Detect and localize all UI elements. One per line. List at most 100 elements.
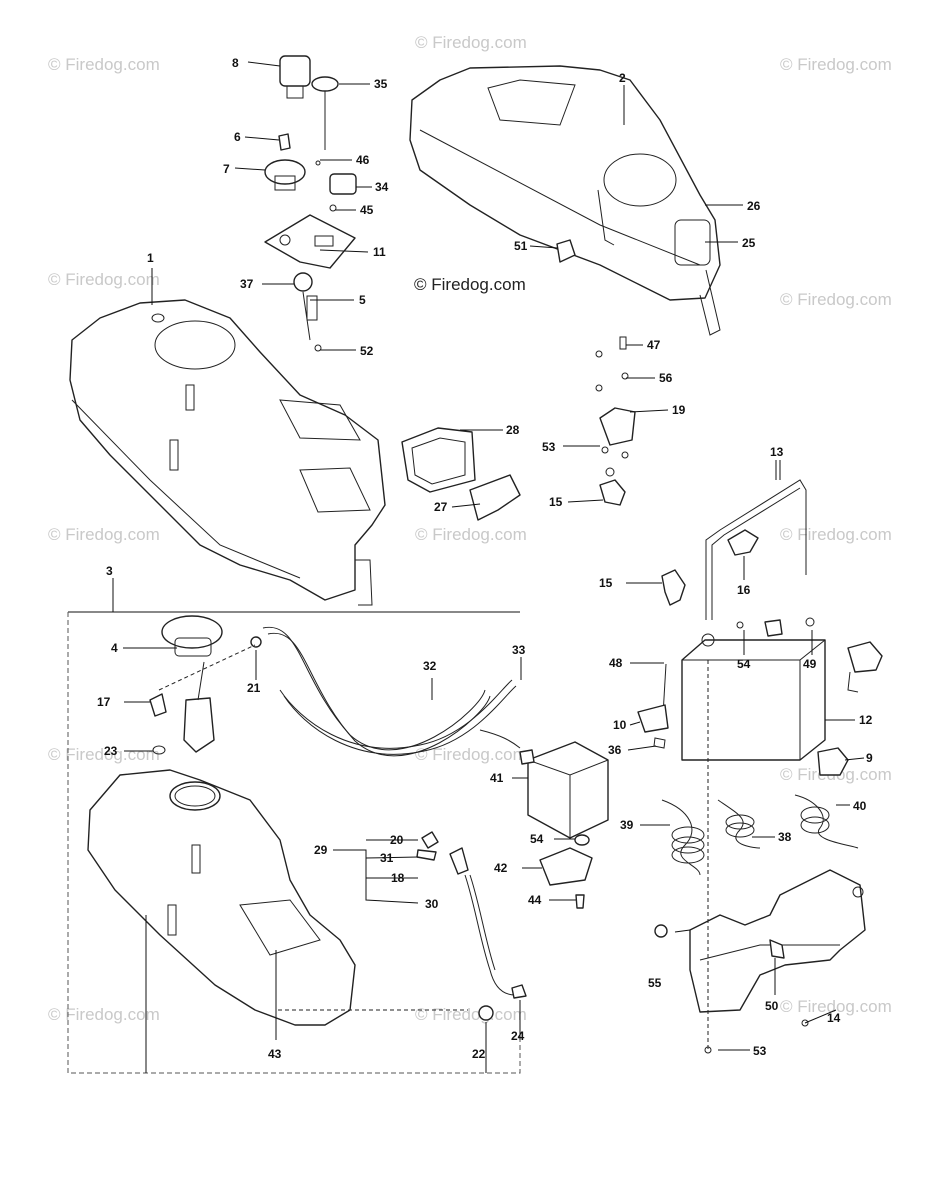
part-41-fuel-pump (527, 741, 609, 839)
part-49-bracket (764, 619, 783, 637)
callout-42: 42 (494, 861, 508, 875)
callout-15: 15 (549, 495, 563, 509)
callout-51: 51 (514, 239, 528, 253)
callout-22: 22 (472, 1047, 486, 1061)
part-9-relay (817, 747, 849, 776)
callout-56: 56 (659, 371, 673, 385)
part-51-clip (556, 239, 576, 263)
part-44-bolt (575, 894, 585, 909)
callout-48: 48 (609, 656, 623, 670)
callout-12: 12 (859, 713, 873, 727)
callout-29: 29 (314, 843, 328, 857)
callout-37: 37 (240, 277, 254, 291)
part-6-key (278, 133, 291, 151)
switch-19-assembly (595, 336, 636, 506)
callout-17: 17 (97, 695, 111, 709)
callout-15-b: 15 (599, 576, 613, 590)
watermark-text: © Firedog.com (48, 745, 160, 764)
fuel-line-parts (416, 831, 527, 1021)
part-fuel-filter (183, 697, 215, 753)
watermark-text: © Firedog.com (48, 525, 160, 544)
fuel-hoses (262, 626, 521, 757)
battery-cables (661, 794, 859, 876)
part-8-ignition-switch (279, 55, 311, 87)
callout-23: 23 (104, 744, 118, 758)
fuel-pump-assembly (519, 741, 609, 909)
part-35-knob (311, 76, 339, 92)
callout-47: 47 (647, 338, 661, 352)
part-11-bracket (264, 214, 356, 269)
callout-52: 52 (360, 344, 374, 358)
callout-30: 30 (425, 897, 439, 911)
center-watermark: © Firedog.com (414, 275, 526, 294)
part-22-grommet (478, 1005, 494, 1021)
part-42-bracket (539, 847, 593, 886)
callout-6: 6 (234, 130, 241, 144)
callout-53: 53 (542, 440, 556, 454)
part-34-button (329, 173, 357, 195)
watermark-text: © Firedog.com (48, 1005, 160, 1024)
callout-54-b: 54 (530, 832, 544, 846)
part-20-clamp (421, 831, 439, 849)
callout-27: 27 (434, 500, 448, 514)
part-15-terminal (661, 569, 686, 606)
callout-50: 50 (765, 999, 779, 1013)
fuel-tank-assembly (87, 615, 356, 1026)
callout-34: 34 (375, 180, 389, 194)
part-23-washer (152, 745, 166, 755)
callout-28: 28 (506, 423, 520, 437)
part-24-fitting (511, 984, 527, 999)
callout-5: 5 (359, 293, 366, 307)
part-55-nut (654, 924, 668, 938)
callout-11: 11 (373, 245, 386, 259)
callout-44: 44 (528, 893, 542, 907)
callout-9: 9 (866, 751, 873, 765)
callout-10: 10 (613, 718, 627, 732)
ignition-assembly (264, 55, 576, 352)
part-43-fuel-tank (87, 769, 356, 1026)
part-17-grommet (149, 693, 167, 717)
callout-40: 40 (853, 799, 867, 813)
callout-54: 54 (737, 657, 751, 671)
callout-13: 13 (770, 445, 784, 459)
watermark-text: © Firedog.com (415, 525, 527, 544)
callout-53-b: 53 (753, 1044, 767, 1058)
watermark-text: © Firedog.com (415, 745, 527, 764)
watermark-text: © Firedog.com (415, 1005, 527, 1024)
part-2-upper-console (409, 65, 721, 336)
callout-18: 18 (391, 871, 405, 885)
part-18-valve (449, 847, 469, 875)
watermark-text: © Firedog.com (780, 997, 892, 1016)
watermark-text: © Firedog.com (780, 525, 892, 544)
callout-4: 4 (111, 641, 118, 655)
watermark-layer: © Firedog.com © Firedog.com © Firedog.co… (48, 33, 892, 1024)
callout-55: 55 (648, 976, 662, 990)
callout-14: 14 (827, 1011, 841, 1025)
cup-holder-parts (401, 427, 521, 521)
group-3-frame (67, 578, 709, 1074)
watermark-text: © Firedog.com (780, 290, 892, 309)
watermark-text: © Firedog.com (780, 55, 892, 74)
part-15-connector (599, 479, 626, 506)
battery-assembly (637, 617, 883, 776)
part-50-bolt (769, 939, 785, 959)
part-10-hold-down (637, 704, 669, 733)
part-54-nut (574, 834, 590, 846)
callout-32: 32 (423, 659, 437, 673)
callout-45: 45 (360, 203, 374, 217)
callout-20: 20 (390, 833, 404, 847)
part-7-switch-body (264, 159, 306, 185)
part-28-bezel (401, 427, 476, 493)
callout-38: 38 (778, 830, 792, 844)
callout-26: 26 (747, 199, 761, 213)
callout-41: 41 (490, 771, 504, 785)
part-21-fitting (250, 636, 262, 648)
callout-36: 36 (608, 743, 622, 757)
part-31-clip (416, 849, 437, 861)
watermark-text: © Firedog.com (415, 33, 527, 52)
part-1-lower-console (69, 299, 386, 606)
leader-lines (123, 61, 865, 1073)
part-14-battery-tray (654, 869, 866, 1054)
part-16-terminal-boot (727, 529, 759, 556)
callout-8: 8 (232, 56, 239, 70)
